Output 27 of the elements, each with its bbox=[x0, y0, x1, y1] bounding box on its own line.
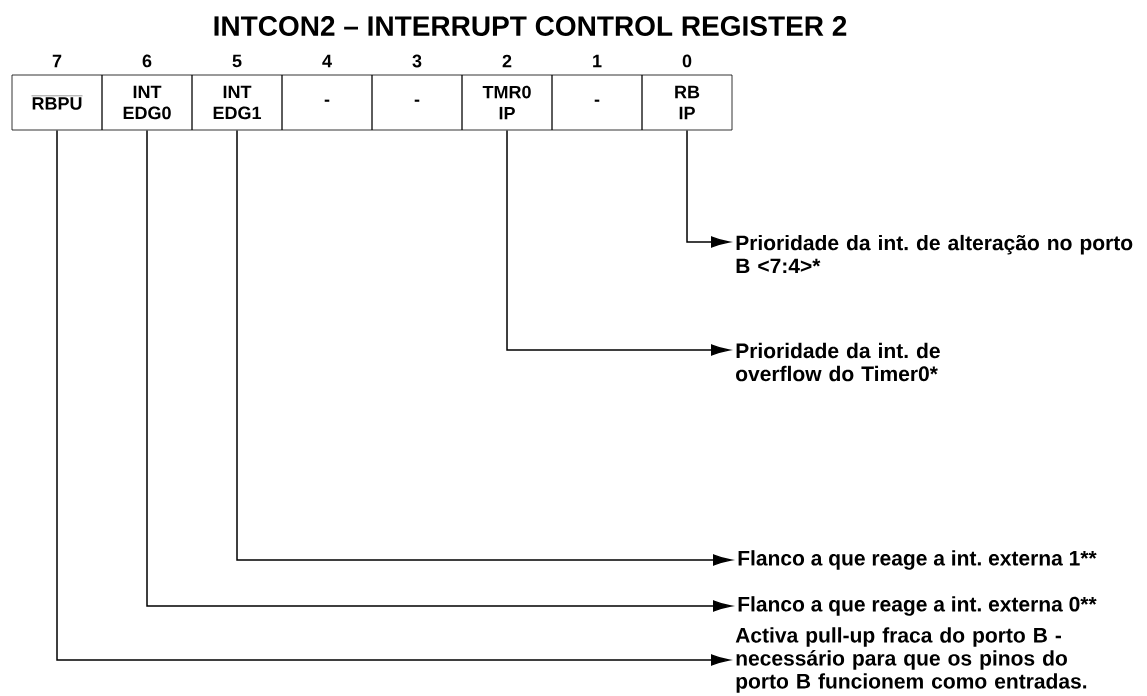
arrow bbox=[146, 129, 732, 612]
description-text: Prioridade da int. de alteração no porto B <7:4>* bbox=[736, 234, 1133, 274]
register-cell: - bbox=[371, 74, 463, 131]
bit-number: 2 bbox=[502, 54, 512, 68]
bit-number: 1 bbox=[593, 54, 602, 68]
bit-number: 5 bbox=[232, 54, 242, 68]
register-cell: RBPU bbox=[11, 74, 103, 131]
arrow bbox=[236, 129, 732, 566]
register-cell: INT EDG0 bbox=[101, 74, 193, 131]
bit-number: 0 bbox=[682, 54, 692, 68]
bit-number: 7 bbox=[52, 54, 62, 68]
description-text: Activa pull-up fraca do porto B - necessário para que os pinos do porto B funcionem como entradas. bbox=[735, 627, 1087, 693]
arrow bbox=[686, 129, 730, 248]
arrow bbox=[506, 129, 730, 356]
bit-number: 6 bbox=[142, 54, 152, 68]
bit-number: 3 bbox=[412, 54, 422, 68]
title: INTCON2 – INTERRUPT CONTROL REGISTER 2 bbox=[214, 16, 847, 36]
register-cell: INT EDG1 bbox=[191, 74, 283, 131]
description-text: Flanco a que reage a int. externa 0** bbox=[738, 596, 1097, 616]
description-text: Flanco a que reage a int. externa 1** bbox=[738, 550, 1097, 570]
register-cell: - bbox=[281, 74, 373, 131]
bit-number: 4 bbox=[322, 54, 332, 68]
description-text: Prioridade da int. de overflow do Timer0* bbox=[736, 342, 940, 382]
arrow bbox=[56, 129, 730, 666]
register-cell: TMR0 IP bbox=[461, 74, 553, 131]
register-cell: - bbox=[551, 74, 643, 131]
register-cell: RB IP bbox=[641, 74, 733, 131]
